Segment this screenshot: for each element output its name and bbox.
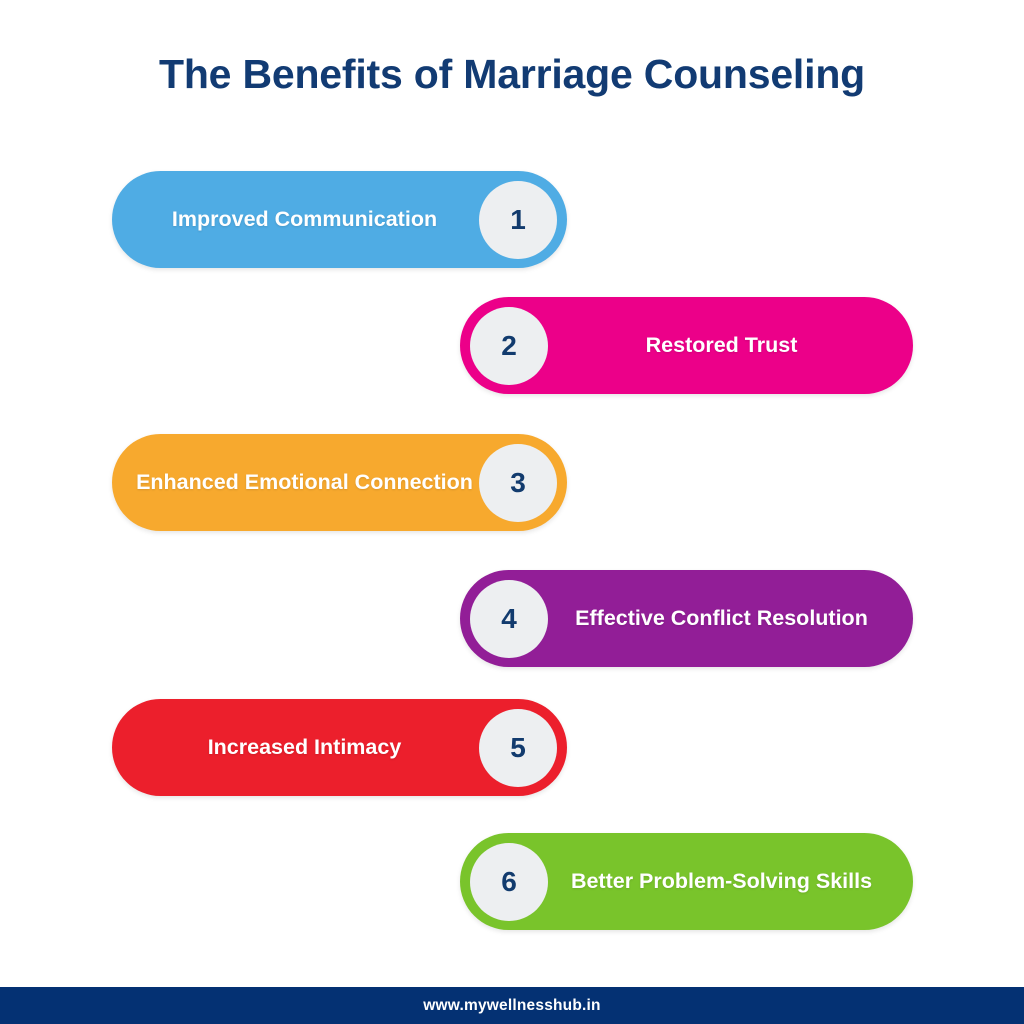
benefit-item-6[interactable]: Better Problem-Solving Skills 6	[460, 833, 913, 930]
benefit-item-3[interactable]: Enhanced Emotional Connection 3	[112, 434, 567, 531]
benefit-item-2[interactable]: Restored Trust 2	[460, 297, 913, 394]
benefit-item-1[interactable]: Improved Communication 1	[112, 171, 567, 268]
benefit-label-5: Increased Intimacy	[207, 734, 402, 759]
benefit-label-1: Improved Communication	[171, 206, 438, 231]
benefit-label-3: Enhanced Emotional Connection	[136, 469, 473, 494]
benefit-label-4: Effective Conflict Resolution	[575, 605, 868, 630]
page-title: The Benefits of Marriage Counseling	[158, 51, 866, 97]
benefit-number-badge-3: 3	[479, 443, 557, 522]
footer-bar: www.mywellnesshub.in	[0, 987, 1024, 1024]
benefit-number-badge-4: 4	[470, 579, 548, 658]
benefit-number-badge-5: 5	[479, 708, 557, 787]
benefit-item-4[interactable]: Effective Conflict Resolution 4	[460, 570, 913, 667]
benefit-number-badge-6: 6	[470, 842, 548, 921]
benefits-list: Improved Communication 1 Restored Trust …	[0, 162, 1024, 962]
benefit-label-6: Better Problem-Solving Skills	[570, 868, 873, 893]
benefit-item-5[interactable]: Increased Intimacy 5	[112, 699, 567, 796]
benefit-number-badge-2: 2	[470, 306, 548, 385]
footer-website-url[interactable]: www.mywellnesshub.in	[423, 996, 601, 1014]
benefit-label-2: Restored Trust	[645, 332, 798, 357]
benefit-number-badge-1: 1	[479, 180, 557, 259]
